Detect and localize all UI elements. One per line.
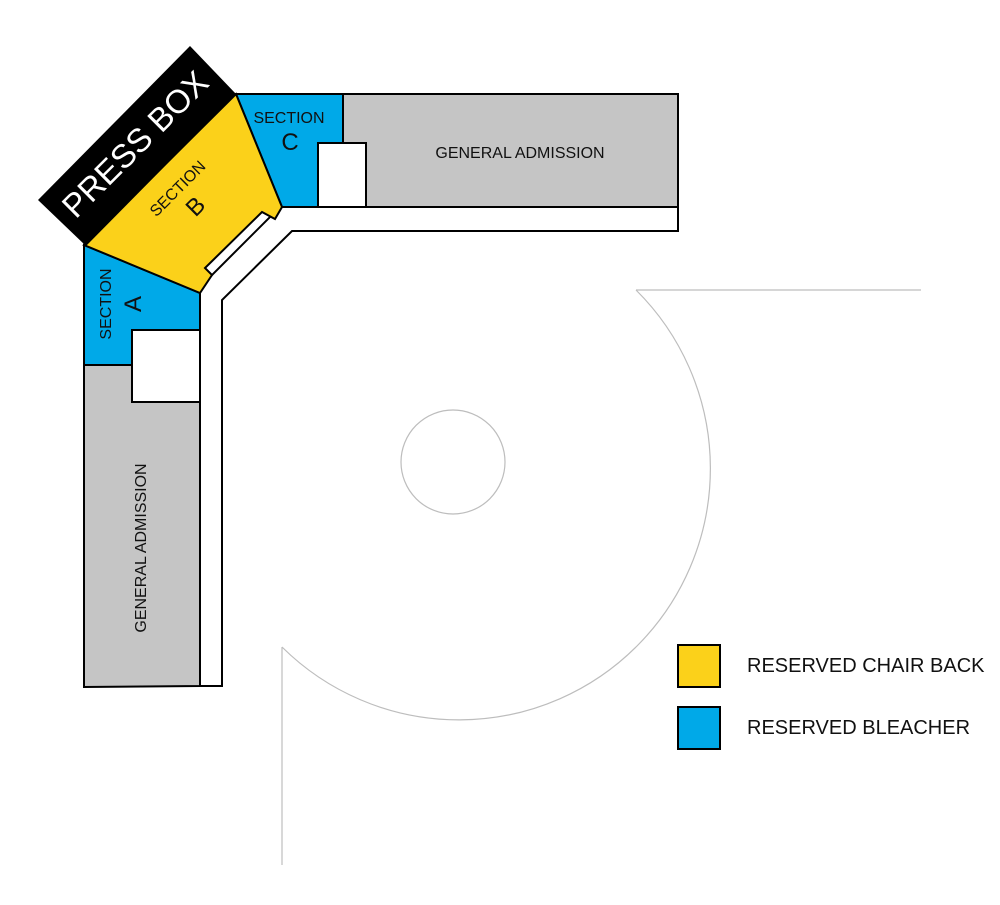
section-c-word: SECTION: [253, 110, 324, 127]
legend-bleacher-label: RESERVED BLEACHER: [747, 716, 971, 739]
field: [281, 289, 921, 865]
section-c-letter: C: [281, 129, 298, 156]
general-admission-left-label: GENERAL ADMISSION: [133, 463, 150, 632]
chair-back-swatch: [677, 644, 721, 688]
section-a-letter: A: [120, 296, 147, 312]
legend-bleacher: RESERVED BLEACHER: [677, 706, 970, 750]
section-a-word: SECTION: [98, 268, 115, 339]
infield-arc: [281, 289, 711, 721]
general-admission-top-label: GENERAL ADMISSION: [435, 145, 604, 162]
concourse-walkway: [199, 206, 679, 687]
section-c-label: SECTION C: [253, 110, 324, 156]
press-box[interactable]: [38, 46, 236, 246]
section-a-label: SECTION A: [98, 268, 147, 339]
section-b[interactable]: [82, 92, 284, 295]
legend-chair-back-label: RESERVED CHAIR BACK: [747, 654, 985, 677]
legend-chair-back: RESERVED CHAIR BACK: [677, 644, 984, 688]
bleacher-swatch: [677, 706, 721, 750]
pitchers-mound: [400, 409, 506, 515]
